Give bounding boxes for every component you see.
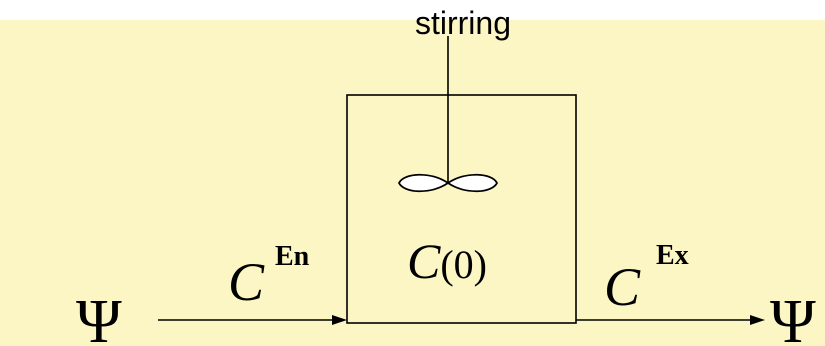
tank-concentration: C(0) [407, 233, 487, 289]
arrow-right-icon [576, 315, 765, 325]
impeller-icon [397, 173, 499, 193]
stirring-label: stirring [415, 5, 511, 41]
outlet-flow-symbol: Ψ [770, 288, 816, 346]
outlet-concentration: C Ex [604, 240, 689, 317]
inlet-concentration-base: C [228, 252, 265, 312]
tank [346, 94, 577, 324]
inlet-concentration: C En [228, 241, 310, 312]
outlet-concentration-base: C [604, 257, 641, 317]
inlet-flow-symbol: Ψ [76, 288, 122, 346]
outlet-concentration-superscript: Ex [656, 240, 689, 271]
arrow-right-icon [158, 315, 347, 325]
inlet-concentration-superscript: En [275, 241, 310, 272]
